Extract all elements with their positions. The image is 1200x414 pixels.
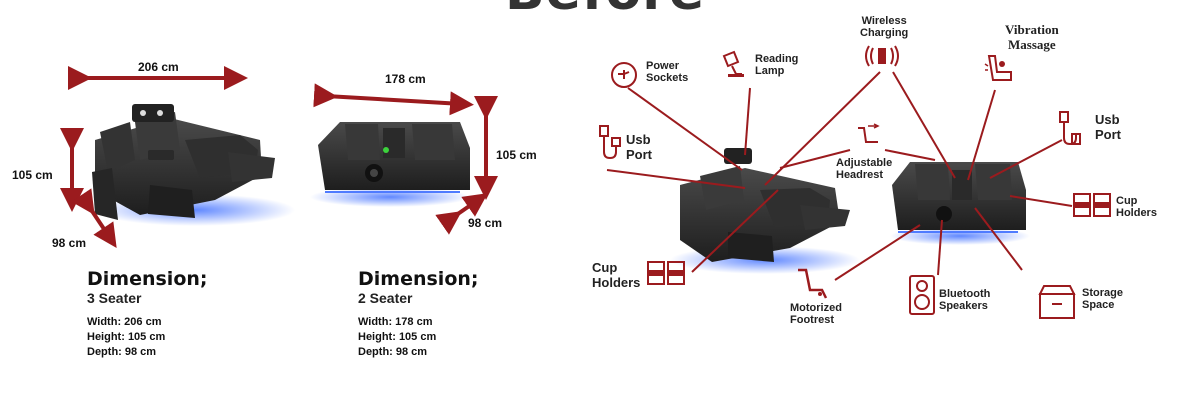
cup-holder-icon-left (647, 261, 685, 285)
feature-reading-lamp-line1: Reading (755, 53, 799, 65)
width-label-2-seater: 178 cm (385, 72, 426, 86)
drawer-icon (1038, 285, 1076, 319)
power-socket-icon (611, 62, 637, 88)
feature-power-sockets: Power Sockets (646, 60, 688, 84)
spec-width-3-seater: Width: 206 cm (87, 316, 162, 328)
feature-reading-lamp: Reading Lamp (755, 53, 798, 77)
width-label-3-seater: 206 cm (138, 60, 179, 74)
dimension-heading-3-seater: Dimension; (87, 268, 208, 290)
dimension-subheading-3-seater: 3 Seater (87, 290, 142, 306)
feature-vibration-massage-line1: Vibration (1005, 22, 1059, 37)
callout-lines (606, 71, 1073, 281)
feature-adjustable-headrest-line2: Headrest (836, 169, 884, 181)
spec-height-3-seater: Height: 105 cm (87, 331, 166, 343)
cup-holder-icon-right (1073, 193, 1111, 217)
feature-motorized-footrest: Motorized Footrest (790, 302, 842, 326)
feature-cup-holders-right: Cup Holders (1116, 195, 1157, 219)
feature-bluetooth-speakers-line1: Bluetooth (939, 288, 991, 300)
height-label-2-seater: 105 cm (496, 148, 537, 162)
feature-sofa-2-seater-image (890, 162, 1030, 245)
feature-vibration-massage-line2: Massage (1008, 37, 1056, 52)
headrest-icon (858, 123, 880, 143)
dimension-subheading-2-seater: 2 Seater (358, 290, 413, 306)
feature-adjustable-headrest: Adjustable Headrest (836, 157, 892, 181)
feature-cup-holders-left-line1: Cup (592, 260, 618, 275)
sofa-3-seater-image (92, 104, 295, 226)
depth-label-3-seater: 98 cm (52, 236, 87, 250)
dimension-heading-2-seater: Dimension; (358, 268, 479, 290)
lamp-icon (722, 50, 744, 77)
feature-usb-port-left-line2: Port (626, 147, 652, 162)
feature-adjustable-headrest-line1: Adjustable (836, 157, 893, 169)
feature-wireless-charging-line2: Charging (860, 27, 909, 39)
spec-depth-2-seater: Depth: 98 cm (358, 346, 428, 358)
feature-cup-holders-left: Cup Holders (592, 260, 640, 290)
feature-motorized-footrest-line1: Motorized (790, 302, 842, 314)
feature-power-sockets-line2: Sockets (646, 72, 689, 84)
recliner-icon (798, 268, 828, 299)
feature-storage-space: Storage Space (1082, 287, 1123, 311)
feature-usb-port-right: Usb Port (1095, 112, 1121, 142)
feature-bluetooth-speakers-line2: Speakers (939, 300, 988, 312)
feature-cup-holders-right-line2: Holders (1116, 207, 1157, 219)
feature-vibration-massage: Vibration Massage (1005, 22, 1059, 52)
feature-reading-lamp-line2: Lamp (755, 65, 785, 77)
usb-cable-icon-left (599, 125, 621, 160)
speaker-icon (909, 275, 935, 315)
feature-storage-space-line1: Storage (1082, 287, 1123, 299)
feature-usb-port-left: Usb Port (626, 132, 652, 162)
feature-cup-holders-right-line1: Cup (1116, 195, 1138, 207)
height-label-3-seater: 105 cm (12, 168, 53, 182)
page-title: Before (505, 0, 705, 22)
wireless-icon (865, 45, 899, 67)
feature-wireless-charging: Wireless Charging (860, 15, 908, 39)
feature-cup-holders-left-line2: Holders (592, 275, 641, 290)
spec-width-2-seater: Width: 178 cm (358, 316, 433, 328)
feature-usb-port-right-line1: Usb (1095, 112, 1120, 127)
dimension-arrows-3-seater (60, 66, 248, 248)
massage-chair-icon (984, 55, 1012, 81)
spec-depth-3-seater: Depth: 98 cm (87, 346, 157, 358)
spec-height-2-seater: Height: 105 cm (358, 331, 437, 343)
feature-wireless-charging-line1: Wireless (861, 15, 907, 27)
feature-motorized-footrest-line2: Footrest (790, 314, 834, 326)
feature-bluetooth-speakers: Bluetooth Speakers (939, 288, 990, 312)
sofa-2-seater-image (310, 122, 470, 207)
feature-storage-space-line2: Space (1082, 299, 1115, 311)
feature-power-sockets-line1: Power (646, 60, 680, 72)
feature-sofa-3-seater-image (670, 148, 860, 274)
feature-usb-port-right-line2: Port (1095, 127, 1121, 142)
usb-cable-icon-right (1059, 111, 1081, 146)
depth-label-2-seater: 98 cm (468, 216, 503, 230)
feature-usb-port-left-line1: Usb (626, 132, 651, 147)
dimension-arrows-2-seater (313, 83, 498, 235)
